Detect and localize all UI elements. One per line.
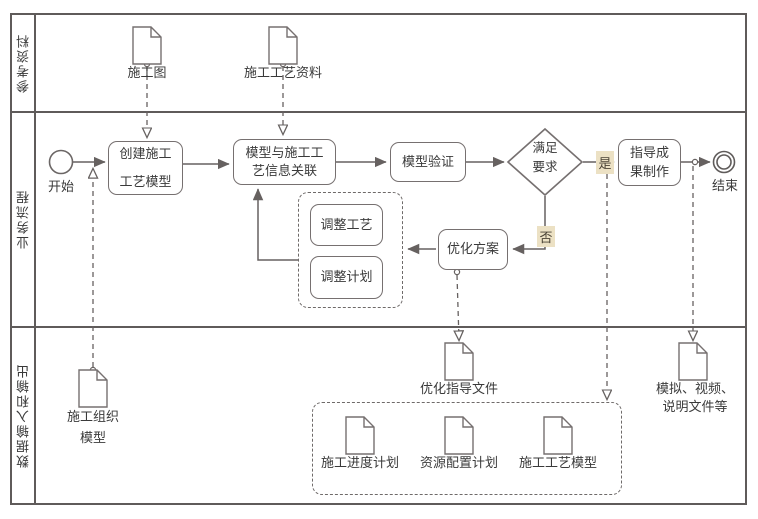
document-label-construction-drawing: 施工图 [127, 65, 167, 80]
task-adjust-process: 调整工艺 [310, 204, 383, 246]
lane-business-process: 业务流程 [10, 112, 747, 328]
gateway-label: 满足 要求 [532, 141, 558, 175]
lane-header: 业务流程 [12, 112, 36, 326]
task-adjust-schedule: 调整计划 [310, 256, 383, 299]
task-model-verification: 模型验证 [390, 142, 466, 182]
lane-data-input-output: 数据输入和输出 [10, 327, 747, 505]
diagram-frame: 参考资料 业务流程 数据输入和输出 [10, 13, 747, 505]
start-event-label: 开始 [47, 179, 74, 194]
document-label-process-data: 施工工艺资料 [243, 65, 322, 80]
document-label-process-model: 施工工艺模型 [518, 455, 597, 470]
task-optimization-plan: 优化方案 [438, 229, 508, 270]
gateway-yes-label: 是 [596, 151, 614, 174]
lane-header: 参考资料 [12, 15, 36, 111]
task-guide-result-production: 指导成 果制作 [618, 139, 681, 186]
document-label-organization-model: 施工组织 模型 [66, 409, 119, 445]
document-label-resource-plan: 资源配置计划 [419, 455, 498, 470]
lane-label: 数据输入和输出 [15, 362, 31, 468]
adjust-group-container [298, 192, 403, 308]
task-associate-process-info: 模型与施工工 艺信息关联 [233, 139, 336, 185]
lane-reference-materials: 参考资料 [10, 13, 747, 113]
document-label-schedule-plan: 施工进度计划 [320, 455, 399, 470]
task-create-process-model: 创建施工 工艺模型 [108, 141, 183, 195]
gateway-no-label: 否 [537, 226, 555, 247]
document-label-simulation-files: 模拟、视频、 说明文件等 [655, 381, 734, 414]
end-event-label: 结束 [711, 178, 738, 193]
lane-label: 业务流程 [15, 189, 31, 249]
lane-label: 参考资料 [15, 33, 31, 93]
lane-header: 数据输入和输出 [12, 327, 36, 503]
output-group-container [312, 402, 622, 495]
document-label-optimization-guide: 优化指导文件 [419, 381, 498, 396]
